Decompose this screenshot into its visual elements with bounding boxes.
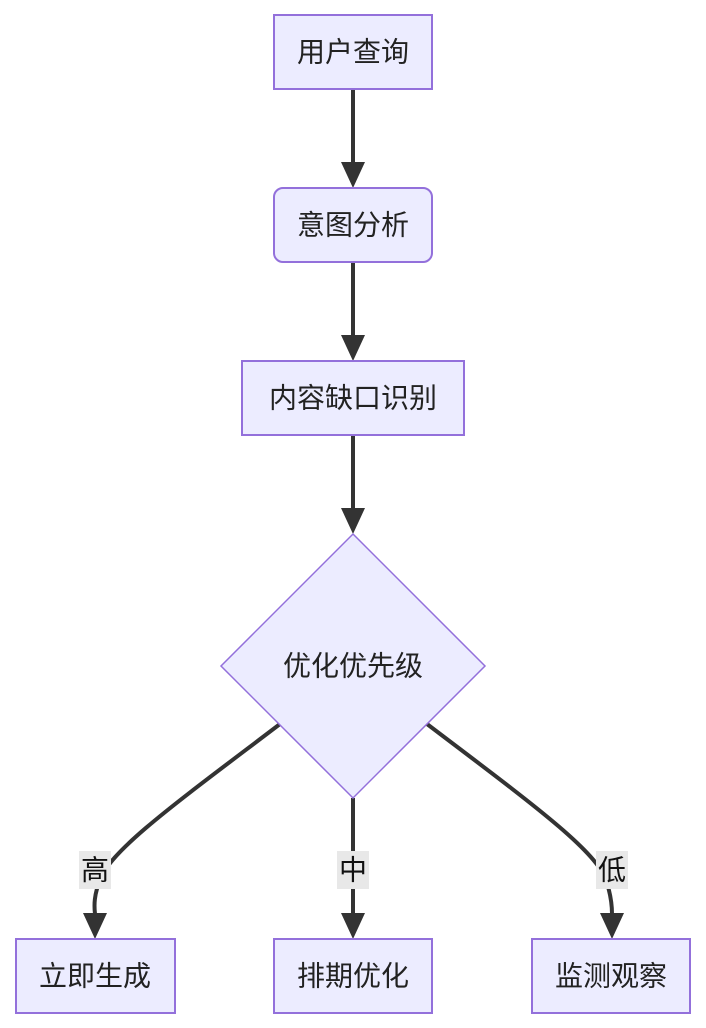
node-intent-analysis-label: 意图分析 bbox=[297, 209, 409, 242]
node-user-query-label: 用户查询 bbox=[297, 36, 409, 69]
edge-label-medium: 中 bbox=[337, 851, 369, 889]
edge-label-medium-text: 中 bbox=[339, 854, 367, 887]
node-gap-identification-label: 内容缺口识别 bbox=[269, 382, 437, 415]
node-priority-decision-label: 优化优先级 bbox=[283, 650, 423, 683]
arrowhead-icon bbox=[83, 913, 107, 939]
node-monitor-observe-label: 监测观察 bbox=[555, 960, 667, 993]
node-monitor-observe[interactable]: 监测观察 bbox=[531, 938, 691, 1014]
node-schedule-optimize[interactable]: 排期优化 bbox=[273, 938, 433, 1014]
node-gap-identification[interactable]: 内容缺口识别 bbox=[241, 360, 465, 436]
edge-label-high: 高 bbox=[79, 851, 111, 889]
node-priority-decision[interactable]: 优化优先级 bbox=[219, 532, 487, 800]
arrowhead-icon bbox=[341, 162, 365, 188]
edge-label-low-text: 低 bbox=[598, 854, 626, 887]
edge-priority-to-generate-now bbox=[92, 722, 282, 915]
node-generate-now-label: 立即生成 bbox=[39, 960, 151, 993]
edge-labels-layer: 高 中 低 bbox=[79, 851, 628, 889]
arrowhead-icon bbox=[341, 913, 365, 939]
node-schedule-optimize-label: 排期优化 bbox=[297, 960, 409, 993]
nodes-layer: 用户查询 意图分析 内容缺口识别 优化优先级 立即生成 排期优化 监测观察 bbox=[15, 14, 691, 1014]
node-user-query[interactable]: 用户查询 bbox=[273, 14, 433, 90]
edge-priority-to-monitor-observe bbox=[425, 722, 614, 915]
node-intent-analysis[interactable]: 意图分析 bbox=[273, 187, 433, 263]
arrowhead-icon bbox=[600, 913, 624, 939]
edge-label-high-text: 高 bbox=[81, 854, 109, 887]
arrowhead-icon bbox=[341, 508, 365, 534]
edge-label-low: 低 bbox=[596, 851, 628, 889]
arrowhead-icon bbox=[341, 335, 365, 361]
node-generate-now[interactable]: 立即生成 bbox=[15, 938, 176, 1014]
